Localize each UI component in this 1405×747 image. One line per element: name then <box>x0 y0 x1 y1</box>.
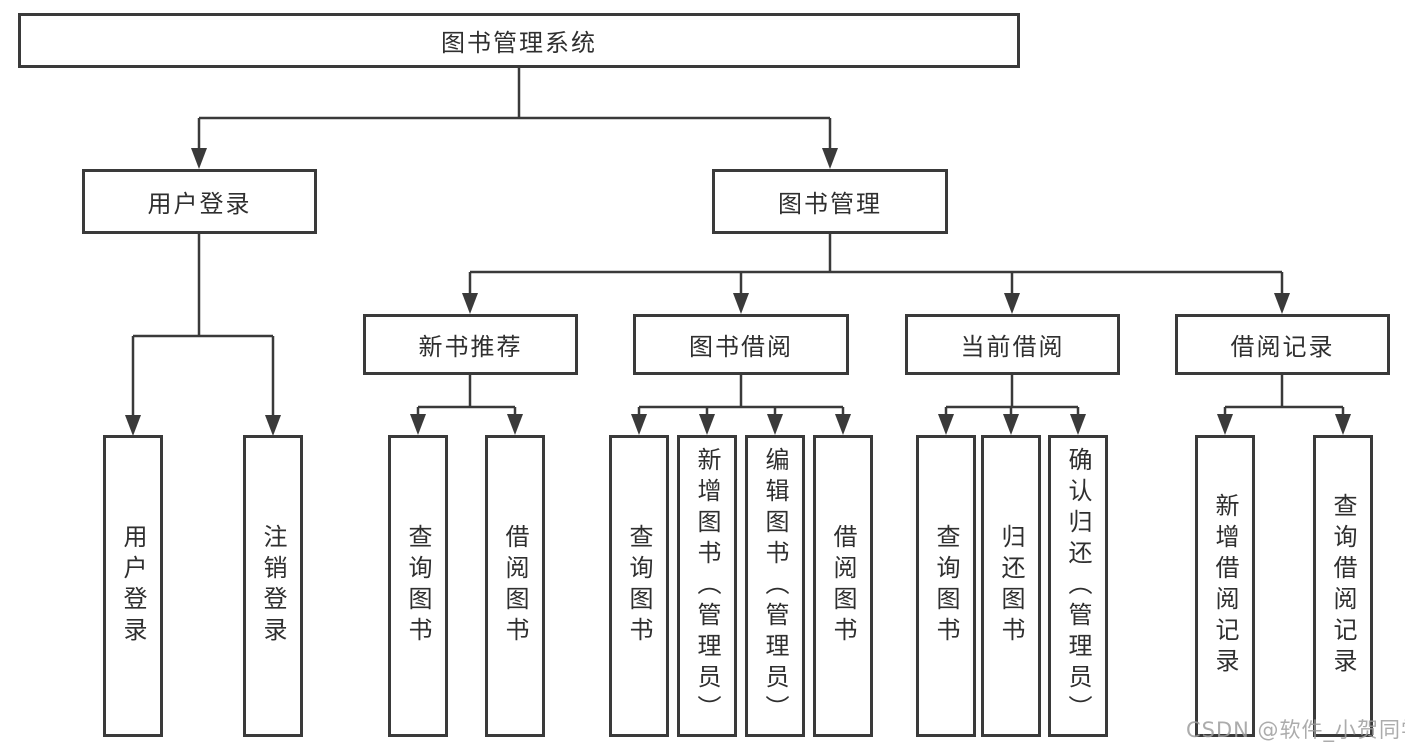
node-current-borrowing: 当前借阅 <box>905 314 1120 375</box>
leaf-query-borrow-record-label: 查询借阅记录 <box>1329 493 1357 679</box>
leaf-current-query-books: 查询图书 <box>916 435 976 737</box>
connector-borrow-record-to-children <box>1217 375 1351 435</box>
connector-root-to-level2 <box>191 68 838 169</box>
connector-book-mgmt-to-level3 <box>462 234 1290 314</box>
node-new-book-recommend-label: 新书推荐 <box>418 333 523 361</box>
node-borrow-records: 借阅记录 <box>1175 314 1390 375</box>
leaf-confirm-return-admin: 确认归还（管理员） <box>1048 435 1108 737</box>
node-new-book-recommend: 新书推荐 <box>363 314 578 375</box>
leaf-confirm-return-admin-label: 确认归还（管理员） <box>1064 446 1092 726</box>
node-book-management: 图书管理 <box>712 169 948 234</box>
node-root-label: 图书管理系统 <box>441 29 597 57</box>
leaf-edit-books-admin-label: 编辑图书（管理员） <box>761 446 789 726</box>
leaf-return-books: 归还图书 <box>981 435 1041 737</box>
node-book-borrowing-label: 图书借阅 <box>689 333 793 361</box>
node-user-login-label: 用户登录 <box>147 190 252 218</box>
leaf-add-borrow-record-label: 新增借阅记录 <box>1211 493 1239 679</box>
leaf-add-books-admin-label: 新增图书（管理员） <box>693 446 721 726</box>
leaf-recommend-query-books: 查询图书 <box>388 435 448 737</box>
leaf-add-books-admin: 新增图书（管理员） <box>677 435 737 737</box>
leaf-return-books-label: 归还图书 <box>997 524 1025 648</box>
watermark-text: CSDN @软件_小贺同学 <box>1186 718 1405 742</box>
leaf-logout-label: 注销登录 <box>259 524 287 648</box>
leaf-logout: 注销登录 <box>243 435 303 737</box>
connector-new-book-rec-to-children <box>410 375 523 435</box>
leaf-recommend-borrow-books-label: 借阅图书 <box>501 524 529 648</box>
node-current-borrowing-label: 当前借阅 <box>960 333 1065 361</box>
leaf-recommend-borrow-books: 借阅图书 <box>485 435 545 737</box>
leaf-user-login-label: 用户登录 <box>119 524 147 648</box>
leaf-recommend-query-books-label: 查询图书 <box>404 524 432 648</box>
connector-user-login-to-children <box>125 234 281 436</box>
leaf-borrowing-borrow-books-label: 借阅图书 <box>829 524 857 648</box>
leaf-add-borrow-record: 新增借阅记录 <box>1195 435 1255 737</box>
node-root: 图书管理系统 <box>18 13 1020 68</box>
leaf-current-query-books-label: 查询图书 <box>932 524 960 648</box>
leaf-borrowing-borrow-books: 借阅图书 <box>813 435 873 737</box>
leaf-borrowing-query-books-label: 查询图书 <box>625 524 653 648</box>
node-book-management-label: 图书管理 <box>778 190 882 218</box>
node-user-login: 用户登录 <box>82 169 317 234</box>
leaf-query-borrow-record: 查询借阅记录 <box>1313 435 1373 737</box>
node-book-borrowing: 图书借阅 <box>633 314 849 375</box>
leaf-borrowing-query-books: 查询图书 <box>609 435 669 737</box>
node-borrow-records-label: 借阅记录 <box>1230 333 1335 361</box>
leaf-edit-books-admin: 编辑图书（管理员） <box>745 435 805 737</box>
connector-current-borrow-to-children <box>938 375 1086 435</box>
connector-book-borrow-to-children <box>631 375 851 435</box>
leaf-user-login: 用户登录 <box>103 435 163 737</box>
